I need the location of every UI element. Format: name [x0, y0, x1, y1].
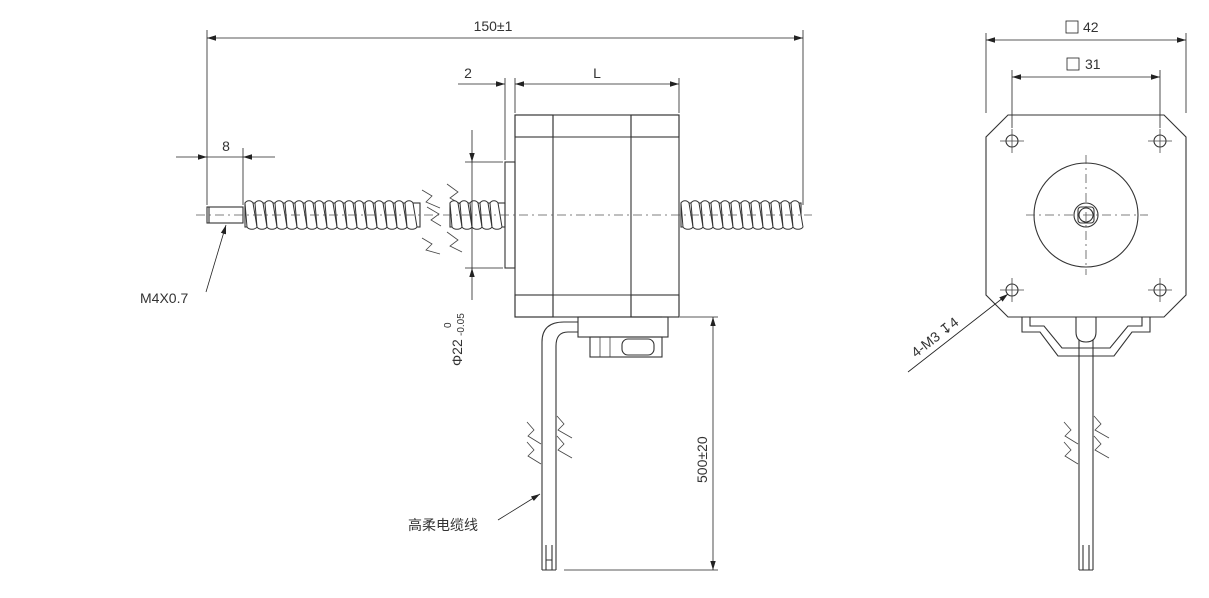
boss-tol-lower: -0.05 [456, 313, 467, 336]
cable-connector [577, 316, 678, 358]
dim-square-inner: 31 [1011, 56, 1161, 128]
dim-thread-end: 8 [176, 138, 275, 205]
thread-turn [790, 200, 804, 230]
mount-hole [1000, 278, 1024, 302]
square-inner-label: 31 [1085, 56, 1101, 72]
overall-length-label: 150±1 [474, 18, 513, 34]
square-symbol-outer [1065, 20, 1079, 34]
mount-hole [1148, 278, 1172, 302]
dim-square-outer: 42 [985, 19, 1187, 113]
cable-length-label: 500±20 [694, 436, 710, 483]
square-symbol-inner [1066, 57, 1080, 71]
motor-square-face [985, 114, 1187, 318]
screw-thread-right [680, 200, 804, 230]
front-view: 42 31 [907, 19, 1187, 571]
cable-label: 高柔电缆线 [408, 517, 478, 533]
body-length-label: L [593, 65, 601, 81]
mount-hole [1000, 129, 1024, 153]
motor-body [514, 114, 680, 318]
screw-thread-middle [449, 200, 506, 230]
mount-hole-callout: 4-M3 ↧4 [907, 293, 1009, 373]
dim-overall-length: 150±1 [206, 18, 804, 205]
flange-thickness-label: 2 [464, 65, 472, 81]
thread-end-label: 8 [222, 138, 230, 154]
cable-callout: 高柔电缆线 [408, 493, 541, 533]
front-connector [1021, 317, 1151, 357]
thread-spec-label: M4X0.7 [140, 290, 188, 306]
thread-spec-callout: M4X0.7 [140, 224, 227, 306]
square-outer-label: 42 [1083, 19, 1099, 35]
dim-cable-length: 500±20 [564, 316, 718, 571]
boss-diameter-label: Φ22 [449, 339, 465, 366]
screw-break-symbol [421, 183, 463, 255]
cable [526, 321, 578, 571]
mounting-holes [1000, 129, 1172, 302]
side-view: 150±1 8 2 L Φ22 [140, 18, 812, 571]
boss-tol-upper: 0 [443, 322, 454, 328]
dim-flange-and-body: 2 L [458, 65, 680, 160]
mount-hole [1148, 129, 1172, 153]
front-cable [1063, 340, 1110, 571]
dim-boss-diameter: Φ22 0 -0.05 [443, 130, 503, 366]
